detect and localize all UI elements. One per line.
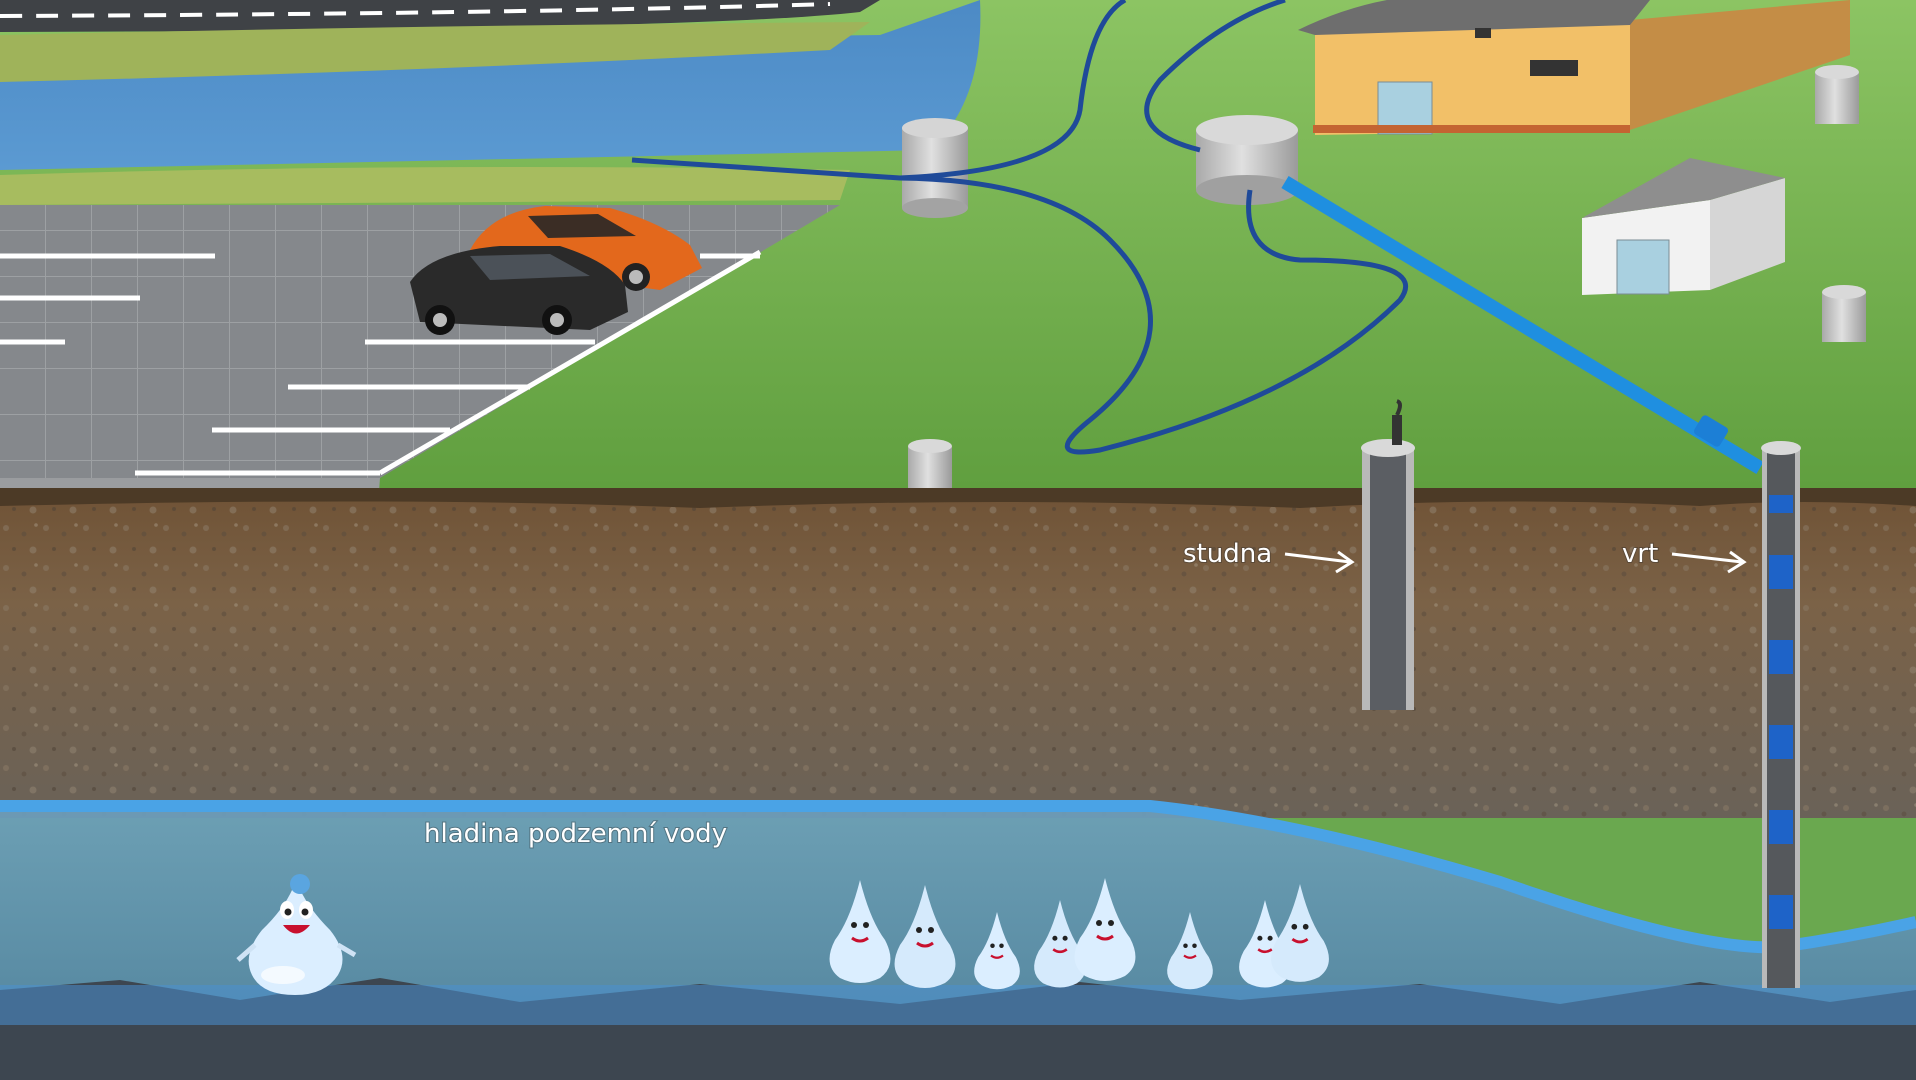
inspection-pillar bbox=[908, 439, 952, 496]
water-drop bbox=[829, 880, 891, 983]
borehole-casing bbox=[1761, 441, 1801, 988]
water-drop bbox=[1167, 912, 1213, 990]
well-shaft bbox=[1361, 399, 1415, 710]
gravel-texture bbox=[0, 488, 1916, 818]
reed-strip-top bbox=[0, 22, 870, 82]
water-drop bbox=[1074, 878, 1136, 981]
water-table-line bbox=[0, 800, 1916, 954]
parking-lines bbox=[0, 249, 762, 476]
borehole-label: vrt bbox=[1622, 539, 1658, 569]
water-drop bbox=[974, 912, 1020, 990]
happy-water-drop-character bbox=[236, 874, 357, 995]
borehole-arrow bbox=[1671, 550, 1747, 574]
road-marking bbox=[0, 2, 831, 18]
well-arrow bbox=[1284, 550, 1355, 574]
water-saturated-band bbox=[0, 985, 1916, 1025]
water-table-label: hladina podzemní vody bbox=[424, 819, 727, 849]
small-white-building bbox=[1582, 158, 1785, 295]
water-drop bbox=[1271, 884, 1329, 982]
well-head bbox=[1196, 115, 1298, 205]
dark-pipes bbox=[631, 0, 1408, 455]
water-drop-group bbox=[829, 878, 1329, 990]
well-label: studna bbox=[1183, 539, 1272, 569]
inspection-pillar-right-top bbox=[1815, 65, 1859, 124]
water-drop bbox=[1034, 900, 1086, 988]
grass-roots bbox=[0, 488, 1916, 508]
black-car bbox=[410, 246, 628, 335]
inspection-pillar-right bbox=[1822, 285, 1866, 342]
pipe-joint bbox=[1693, 415, 1729, 447]
warehouse-building bbox=[1298, 0, 1850, 135]
blue-pipe bbox=[1281, 176, 1764, 474]
reed-strip-bottom bbox=[0, 166, 850, 205]
water-drop bbox=[894, 885, 956, 988]
concrete-tank bbox=[902, 118, 968, 218]
